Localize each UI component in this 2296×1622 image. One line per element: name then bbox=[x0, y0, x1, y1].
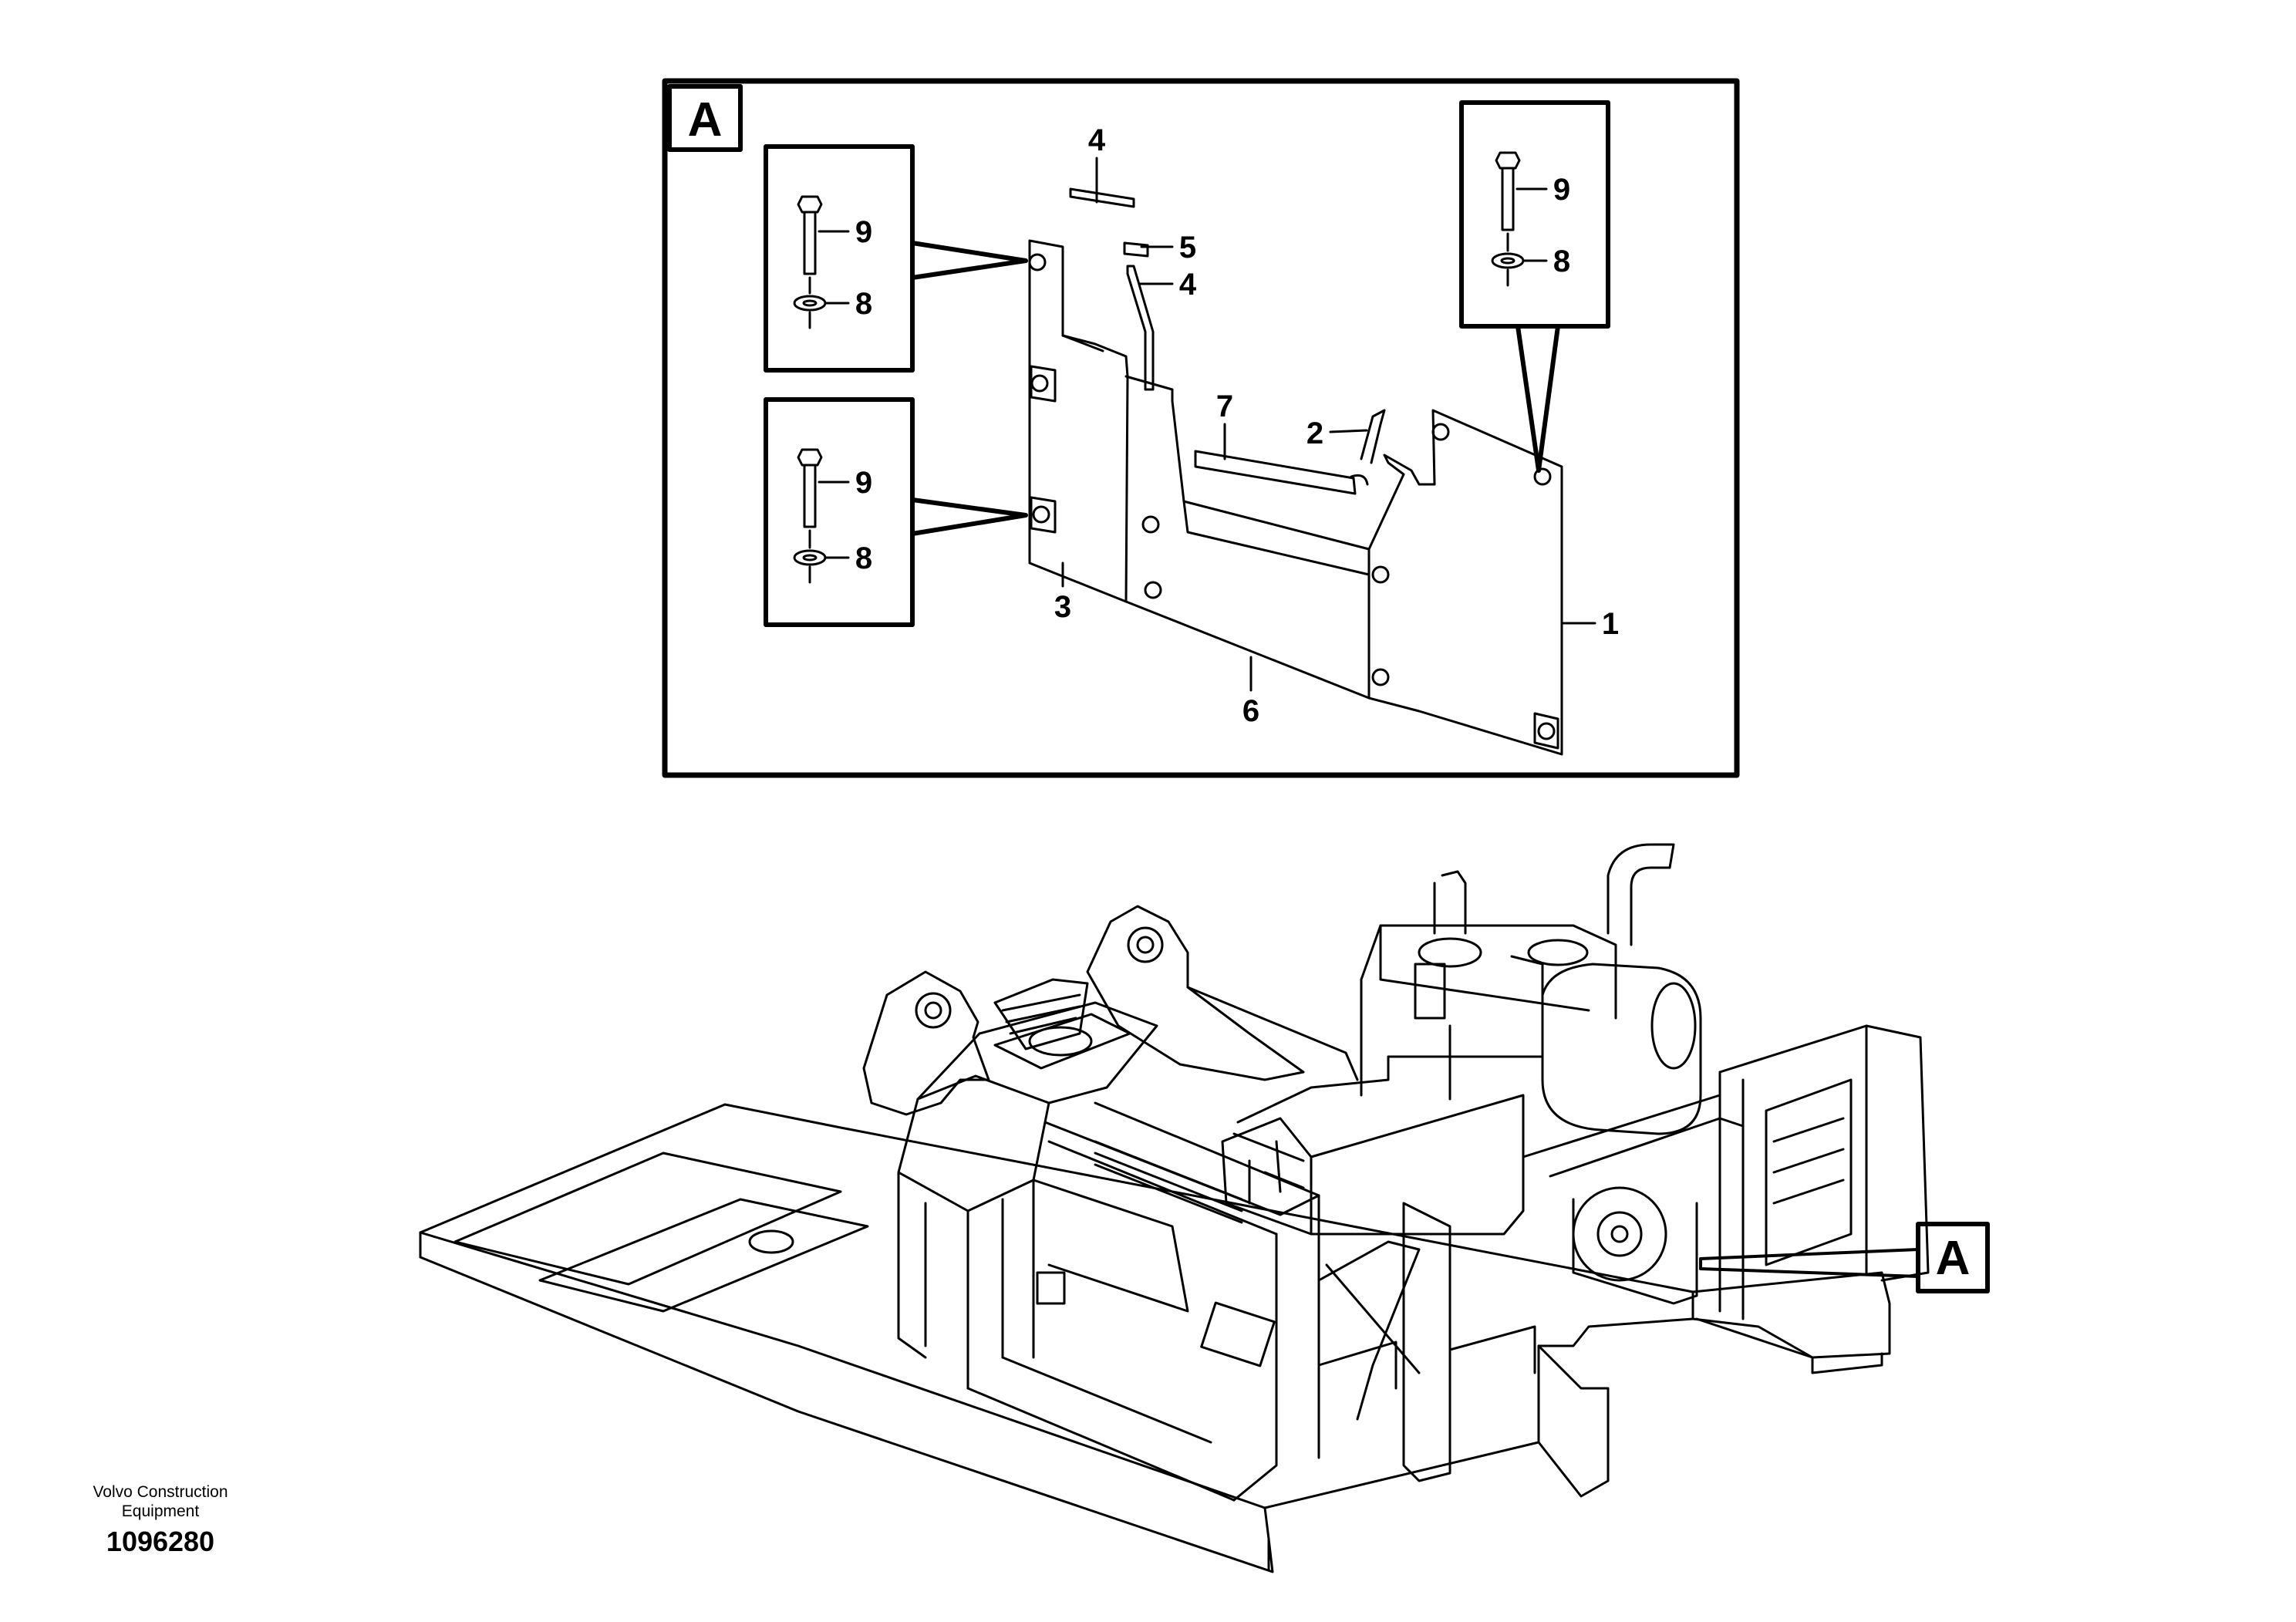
panel-bolts bbox=[1028, 253, 1556, 740]
document-footer: Volvo Construction Equipment 1096280 bbox=[68, 1482, 253, 1558]
part-label-8-box2: 8 bbox=[855, 541, 872, 575]
part-label-7: 7 bbox=[1216, 389, 1233, 423]
part-label-9-box1: 9 bbox=[855, 215, 872, 249]
part-label-5: 5 bbox=[1179, 231, 1196, 265]
part-label-6: 6 bbox=[1242, 694, 1259, 728]
part-label-4-lower: 4 bbox=[1179, 268, 1197, 302]
detail-ref-letter: A bbox=[688, 93, 723, 147]
part-label-1: 1 bbox=[1602, 607, 1619, 641]
machine-ref-letter: A bbox=[1936, 1232, 1971, 1285]
part-label-4-top: 4 bbox=[1088, 123, 1106, 157]
part-label-8-box1: 8 bbox=[855, 287, 872, 321]
part-label-2: 2 bbox=[1306, 416, 1323, 450]
brand-line-2: Equipment bbox=[121, 1502, 200, 1520]
detail-a-frame bbox=[662, 78, 1740, 778]
cover-panel-assembly bbox=[1028, 187, 1563, 756]
fastener-box-lower-left bbox=[764, 397, 1028, 627]
machine-ref-callout bbox=[1699, 1222, 1990, 1293]
document-number: 1096280 bbox=[106, 1526, 215, 1557]
leader-lines bbox=[818, 157, 1596, 692]
fastener-box-upper-left bbox=[764, 144, 1028, 373]
fastener-box-right bbox=[1459, 100, 1610, 473]
part-label-8-box3: 8 bbox=[1553, 244, 1570, 278]
part-label-9-box2: 9 bbox=[855, 466, 872, 500]
part-label-3: 3 bbox=[1054, 590, 1071, 624]
machine-chassis bbox=[419, 843, 1930, 1573]
part-label-9-box3: 9 bbox=[1553, 173, 1570, 207]
brand-line-1: Volvo Construction bbox=[93, 1483, 228, 1501]
